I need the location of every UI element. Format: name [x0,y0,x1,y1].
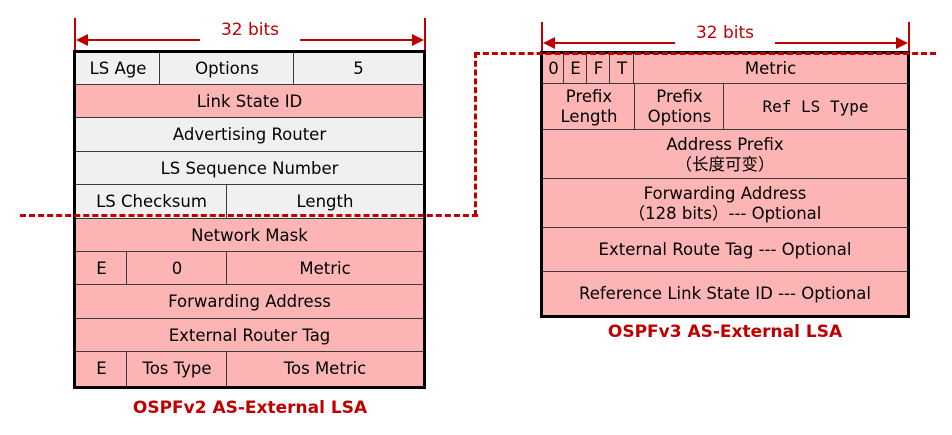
v3-width-right-tick [908,22,910,52]
v3-bit-f: F [586,53,611,85]
v3-prefix-length-line2: Length [560,107,618,126]
v2-arrow-right-icon [412,34,424,46]
v3-bit-t: T [609,53,635,85]
v3-prefix-length: Prefix Length [542,83,636,131]
v2-e-bit: E [75,251,128,286]
v3-address-prefix-line2: （长度可变） [675,154,775,174]
v2-forwarding-address: Forwarding Address [75,284,424,320]
v3-prefix-options-line1: Prefix [656,87,703,106]
v3-width-left-tick [541,22,543,52]
v2-tos-metric: Tos Metric [226,351,424,387]
v3-prefix-options-line2: Options [647,107,712,126]
v3-external-route-tag: External Route Tag --- Optional [542,227,908,273]
v2-zero-field: 0 [126,251,228,286]
v3-prefix-length-line1: Prefix [565,87,613,106]
v3-bit-e: E [563,53,588,85]
v3-caption: OSPFv3 AS-External LSA [607,322,843,342]
v3-metric: Metric [633,53,908,85]
v2-ls-sequence-number: LS Sequence Number [75,151,424,186]
v2-network-mask: Network Mask [75,218,424,253]
v3-forwarding-address: Forwarding Address （128 bits）--- Optiona… [542,178,908,229]
v3-ref-ls-type: Ref LS Type [723,83,908,131]
dashed-line-upper [474,52,936,55]
dashed-line-lower [20,214,478,217]
v2-caption: OSPFv2 AS-External LSA [132,398,368,418]
v3-address-prefix-line1: Address Prefix [666,134,784,154]
v2-ls-type: 5 [293,52,424,86]
v2-metric: Metric [226,251,424,286]
v3-width-label: 32 bits [675,23,775,45]
v3-forwarding-address-line2: （128 bits）--- Optional [628,203,822,223]
v2-ls-age: LS Age [75,52,161,86]
v3-arrow-right-icon [896,37,908,49]
v2-link-state-id: Link State ID [75,84,424,119]
v2-width-right-tick [424,18,426,52]
v3-bit-0: 0 [542,53,565,85]
v3-prefix-options: Prefix Options [634,83,725,131]
v2-arrow-left-icon [76,34,88,46]
v2-options: Options [159,52,295,86]
v2-external-router-tag: External Router Tag [75,318,424,353]
v3-address-prefix: Address Prefix （长度可变） [542,129,908,180]
v2-advertising-router: Advertising Router [75,117,424,153]
v2-width-left-tick [74,18,76,52]
v3-forwarding-address-line1: Forwarding Address [643,183,807,203]
dashed-line-vertical [474,52,477,216]
v2-tos-e-bit: E [75,351,128,387]
v3-reference-link-state-id: Reference Link State ID --- Optional [542,271,908,316]
v3-arrow-left-icon [543,37,555,49]
v2-width-label: 32 bits [200,20,300,42]
v2-tos-type: Tos Type [126,351,228,387]
